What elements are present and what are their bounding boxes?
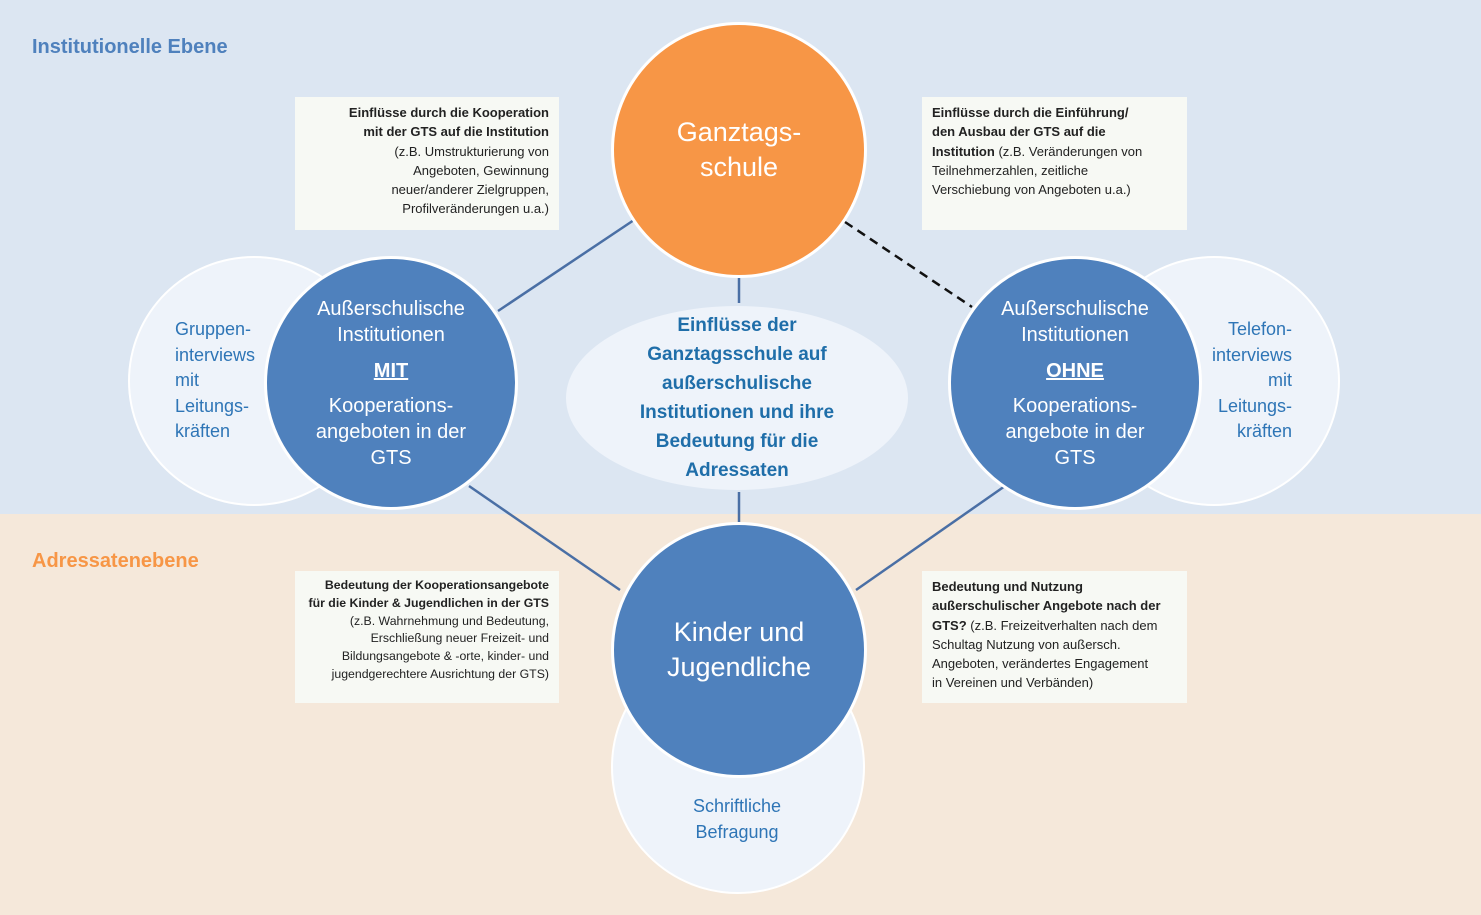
without-keyword: OHNE bbox=[1046, 359, 1104, 382]
institutions-with-cooperation: Außerschulische Institutionen MIT Kooper… bbox=[264, 256, 518, 510]
central-question-ellipse: Einflüsse der Ganztagsschule auf außersc… bbox=[566, 306, 908, 490]
note-bottom-right: Bedeutung und Nutzung außerschulischer A… bbox=[922, 571, 1187, 703]
institutional-level-label: Institutionelle Ebene bbox=[32, 36, 228, 58]
line-school-to-without-dashed bbox=[844, 220, 973, 309]
note-top-right: Einflüsse durch die Einführung/ den Ausb… bbox=[922, 97, 1187, 230]
central-question-text: Einflüsse der Ganztagsschule auf außersc… bbox=[639, 315, 835, 481]
line-school-to-with bbox=[497, 218, 635, 313]
line-without-to-youth bbox=[855, 484, 1006, 592]
note-top-left: Einflüsse durch die Kooperation mit der … bbox=[295, 97, 559, 230]
with-keyword: MIT bbox=[373, 359, 409, 382]
institutions-without-cooperation: Außerschulische Institutionen OHNE Koope… bbox=[948, 256, 1202, 510]
addressee-level-label: Adressatenebene bbox=[32, 550, 199, 572]
children-youth-circle: Kinder und Jugendliche bbox=[611, 522, 867, 778]
all-day-school-circle: Ganztags- schule bbox=[611, 22, 867, 278]
note-bottom-left: Bedeutung der Kooperationsangebote für d… bbox=[295, 571, 559, 703]
line-with-to-youth bbox=[468, 484, 621, 592]
